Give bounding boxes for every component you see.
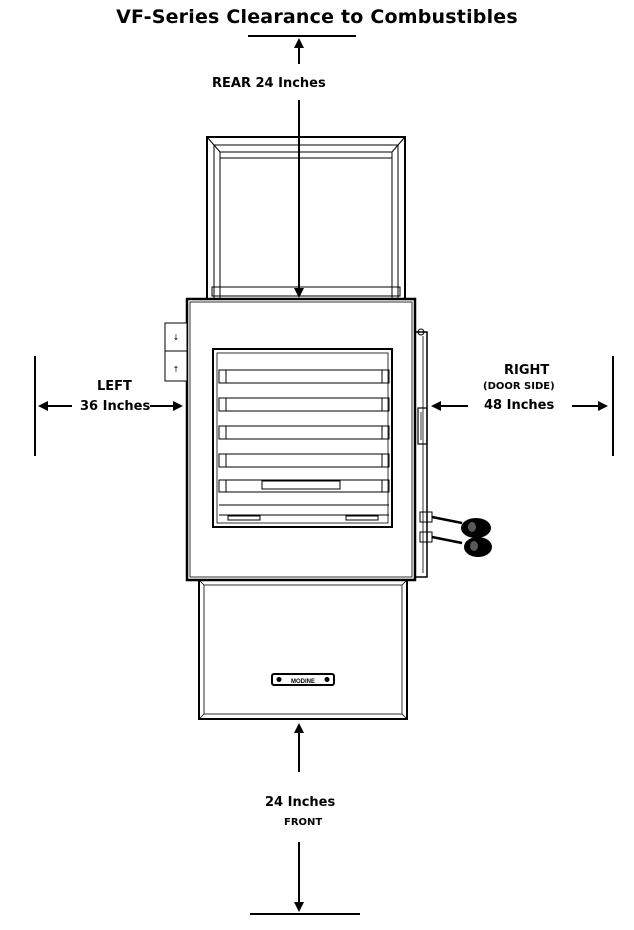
right-value: 48 Inches [484, 398, 555, 413]
rear-value: 24 Inches [255, 76, 326, 91]
diagram-title: VF-Series Clearance to Combustibles [116, 6, 518, 28]
rear-label: REAR 24 Inches [212, 76, 326, 91]
front-word: FRONT [284, 817, 323, 828]
nameplate-text: MODINE [291, 679, 315, 685]
door-side-panel [414, 328, 433, 578]
nameplate-badge: MODINE [271, 673, 335, 686]
svg-text:↑: ↑ [173, 365, 180, 374]
gas-regulators [431, 515, 492, 557]
rear-hood [206, 136, 406, 300]
rear-word: REAR [212, 76, 251, 91]
left-value: 36 Inches [80, 399, 151, 414]
front-access-panel [198, 579, 408, 720]
left-side-tabs: ↓ ↑ [164, 322, 188, 382]
left-word: LEFT [97, 379, 132, 394]
front-value: 24 Inches [265, 795, 336, 810]
louver-grille [212, 348, 393, 528]
right-note: (DOOR SIDE) [483, 381, 555, 392]
right-word: RIGHT [504, 363, 550, 378]
svg-text:↓: ↓ [173, 333, 180, 342]
